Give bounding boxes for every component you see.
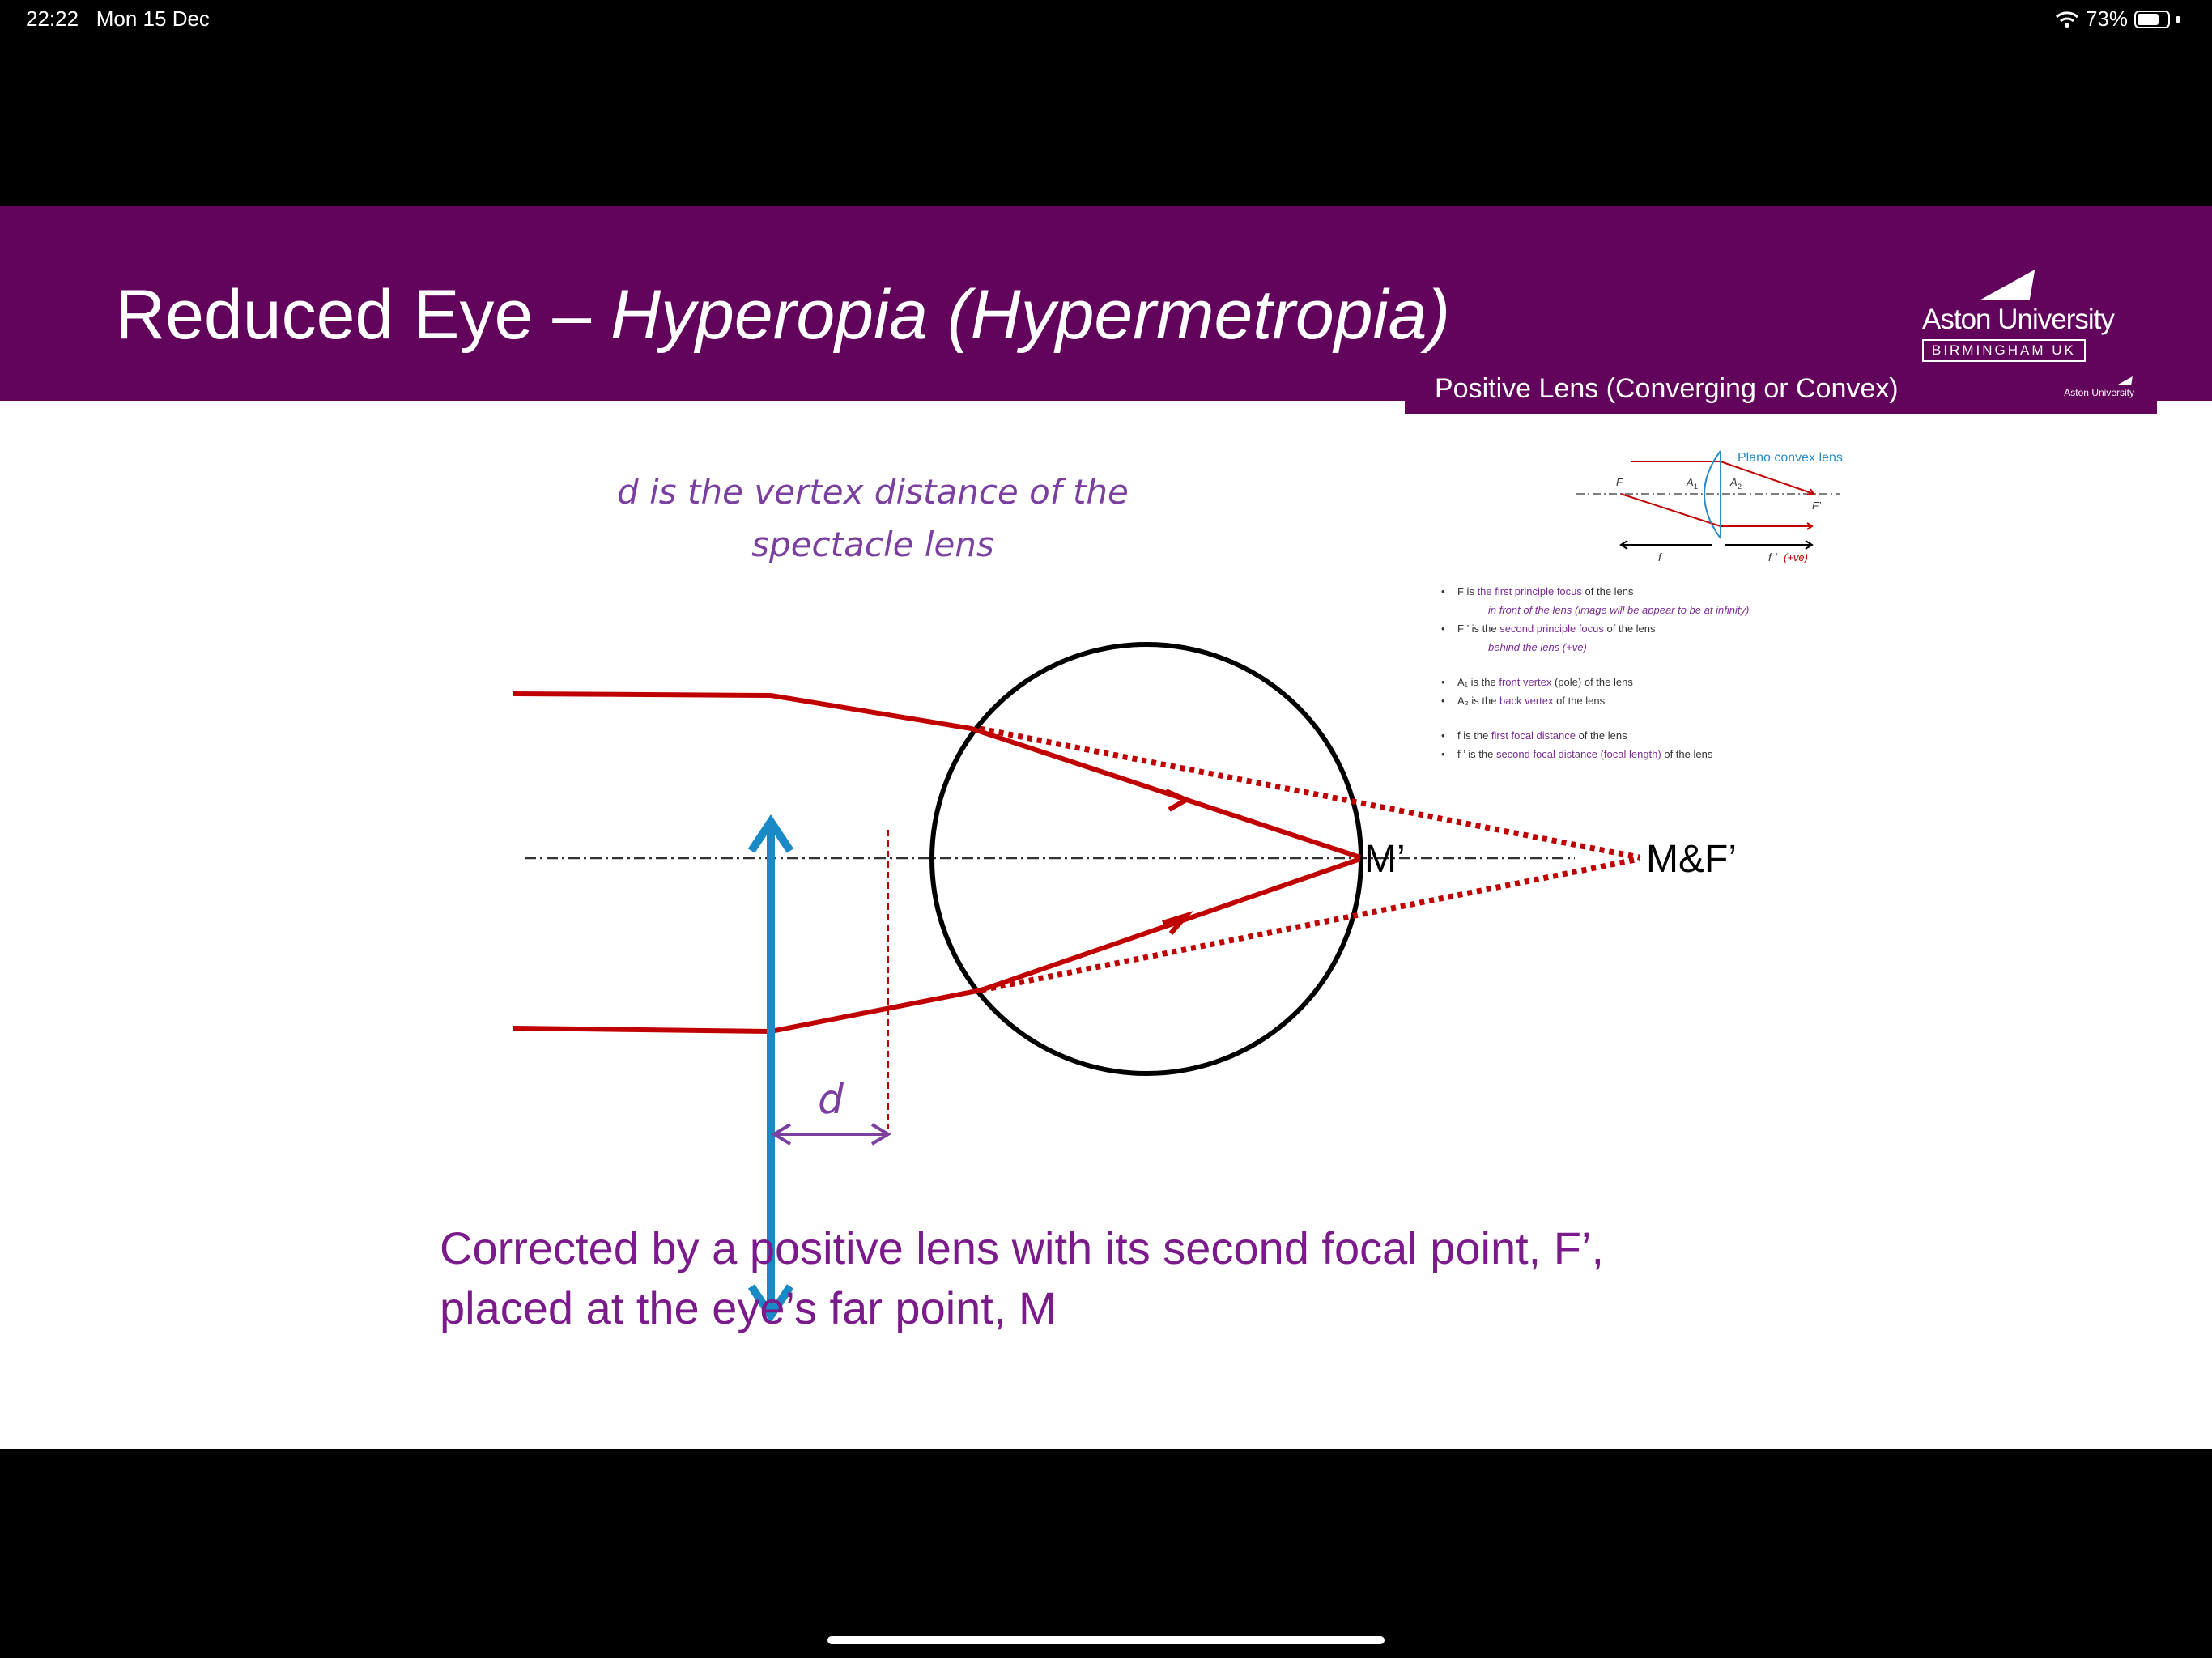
status-time-date: 22:22 Mon 15 Dec xyxy=(26,6,210,32)
inset-bullet-list: F is the first principle focus of the le… xyxy=(1433,585,1854,767)
title-plain: Reduced Eye – xyxy=(115,276,610,354)
inset-logo-triangle-icon xyxy=(2116,376,2138,385)
caption-line2: placed at the eye’s far point, M xyxy=(440,1282,1057,1333)
m-prime-label: M’ xyxy=(1364,838,1406,881)
bullet-item: A₁ is the front vertex (pole) of the len… xyxy=(1433,676,1854,695)
title-italic: Hyperopia (Hypermetropia) xyxy=(610,276,1451,354)
inset-logo-name: Aston University xyxy=(2064,387,2134,399)
bullet-item: f is the first focal distance of the len… xyxy=(1433,729,1854,748)
lens-top-arrow xyxy=(747,814,794,853)
inset-plano-convex-diagram: Plano convex lens F A 1 A 2 F’ f f ’ (+v… xyxy=(1576,450,1843,563)
bullet-subitem: in front of the lens (image will be appe… xyxy=(1488,604,1750,616)
bullet-item: F ’ is the second principle focus of the… xyxy=(1433,623,1854,641)
logo-triangle-icon xyxy=(1979,270,2052,300)
status-indicators: 73% xyxy=(2055,6,2180,32)
lower-ray xyxy=(513,857,1361,1035)
lower-ray-arrowhead xyxy=(1162,911,1194,935)
bullet-item: A₂ is the back vertex of the lens xyxy=(1433,695,1854,713)
eye-circle xyxy=(929,642,1363,1076)
inset-title: Positive Lens (Converging or Convex) xyxy=(1435,373,1899,404)
inset-lens-label: Plano convex lens xyxy=(1738,451,1843,465)
inset-title-bar: Positive Lens (Converging or Convex) Ast… xyxy=(1405,365,2157,414)
caption-line1: Corrected by a positive lens with its se… xyxy=(440,1222,1605,1273)
bullet-item: f ’ is the second focal distance (focal … xyxy=(1433,748,1854,767)
wifi-icon xyxy=(2055,11,2078,28)
vertex-note-line1: d is the vertex distance of the xyxy=(617,472,1129,512)
battery-percent: 73% xyxy=(2085,6,2128,31)
upper-ray xyxy=(513,691,1361,860)
inset-A2-label: A xyxy=(1729,476,1738,488)
inset-Fprime-label: F’ xyxy=(1812,500,1822,512)
lower-ray-extension xyxy=(981,856,1640,993)
inset-A1-subscript: 1 xyxy=(1694,483,1698,491)
inset-F-label: F xyxy=(1616,476,1623,488)
battery-fill xyxy=(2138,13,2159,25)
bullet-item: F is the first principle focus of the le… xyxy=(1433,585,1854,604)
home-indicator[interactable] xyxy=(827,1636,1385,1644)
mf-prime-label: M&F’ xyxy=(1646,838,1737,881)
status-date: Mon 15 Dec xyxy=(96,6,210,31)
d-label: d xyxy=(818,1076,844,1123)
logo-sub: BIRMINGHAM UK xyxy=(1922,339,2086,362)
inset-fprime-label: f ’ xyxy=(1768,551,1778,563)
inset-A2-subscript: 2 xyxy=(1738,483,1742,491)
inset-f-label: f xyxy=(1658,551,1663,563)
inset-A1-label: A xyxy=(1686,476,1694,488)
slide: Reduced Eye – Hyperopia (Hypermetropia) … xyxy=(0,206,2212,1449)
slide-title: Reduced Eye – Hyperopia (Hypermetropia) xyxy=(115,275,1450,355)
aston-logo: Aston University BIRMINGHAM UK xyxy=(1922,270,2121,362)
battery-tip xyxy=(2176,15,2180,23)
logo-name: Aston University xyxy=(1922,304,2115,335)
inset-fprime-sign: (+ve) xyxy=(1784,551,1808,563)
vertex-note-line2: spectacle lens xyxy=(751,525,994,564)
battery-icon xyxy=(2134,10,2170,28)
title-banner: Reduced Eye – Hyperopia (Hypermetropia) … xyxy=(0,206,2212,401)
status-bar: 22:22 Mon 15 Dec 73% xyxy=(0,0,2212,39)
slide-caption: Corrected by a positive lens with its se… xyxy=(440,1218,1816,1338)
bullet-subitem: behind the lens (+ve) xyxy=(1488,641,1587,653)
status-time: 22:22 xyxy=(26,6,79,31)
inset-logo: Aston University xyxy=(2064,376,2138,399)
upper-ray-arrowhead xyxy=(1164,789,1192,812)
